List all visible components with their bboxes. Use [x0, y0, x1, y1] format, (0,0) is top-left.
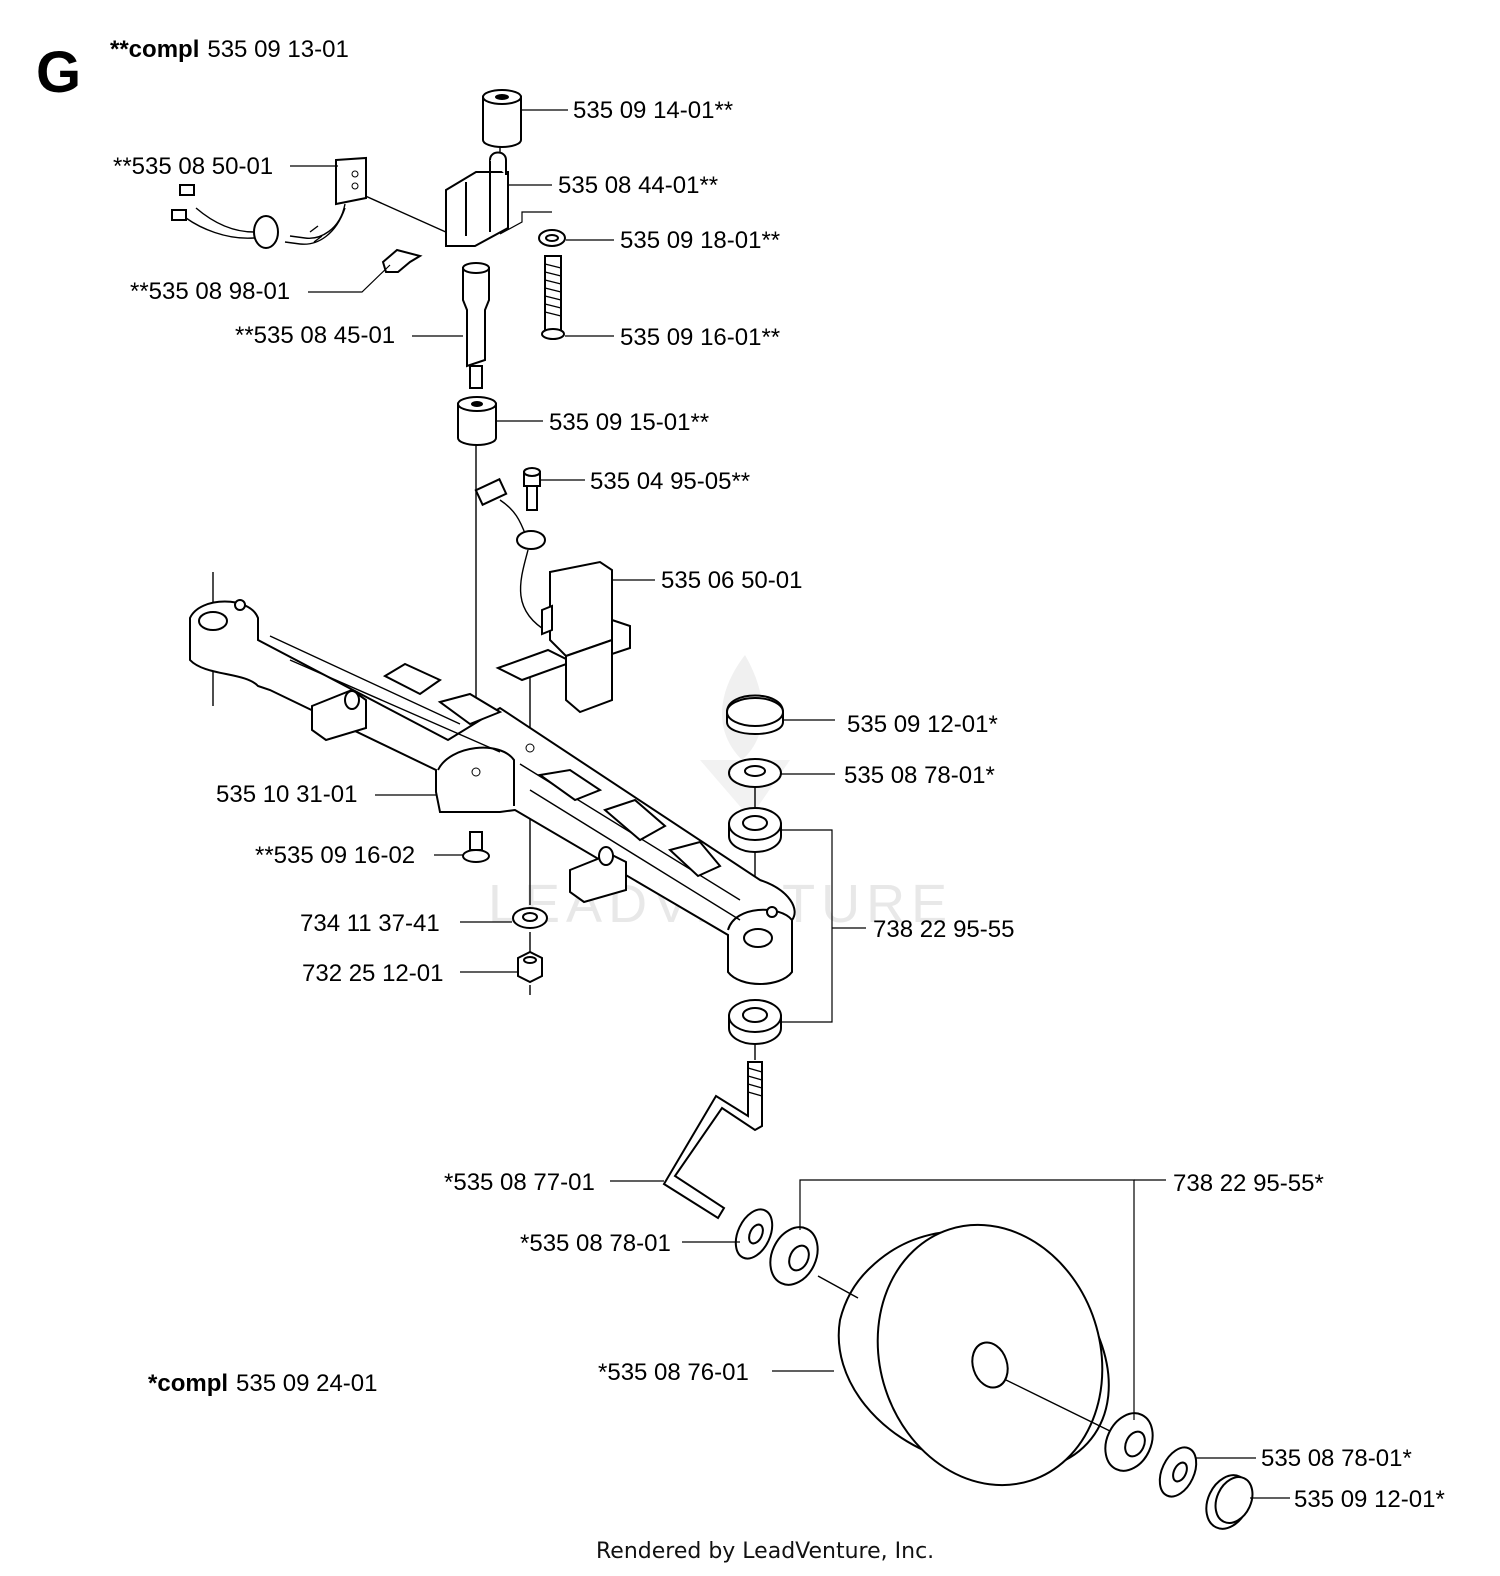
label-washer-mid: 535 08 78-01*: [844, 762, 995, 789]
washer-wheel: [734, 1208, 774, 1260]
label-nut: 732 25 12-01: [302, 960, 443, 987]
nut: [517, 950, 543, 984]
label-washer-right: 535 08 78-01*: [1261, 1445, 1412, 1472]
label-cap-top: 535 09 14-01**: [573, 97, 733, 124]
part-labels: 535 09 14-01** **535 08 50-01 535 08 44-…: [113, 97, 1445, 1513]
label-bearing-pair-wheel: 738 22 95-55*: [1173, 1170, 1324, 1197]
assembly-upper-prefix: **compl: [110, 36, 199, 63]
label-axle: *535 08 77-01: [444, 1169, 595, 1196]
screw: [523, 467, 541, 511]
label-bolt: 535 09 16-01**: [620, 324, 780, 351]
wheel: [817, 1223, 1113, 1487]
bearing-upper: [728, 807, 782, 853]
cap-top: [482, 89, 522, 148]
screw-small: [462, 831, 490, 863]
assembly-lower-number: 535 09 24-01: [236, 1370, 377, 1397]
bearing-wheel-left: [769, 1226, 819, 1286]
label-cap-lower: 535 09 15-01**: [549, 409, 709, 436]
label-screw-small: **535 09 16-02: [255, 842, 415, 869]
label-frame: 535 10 31-01: [216, 781, 357, 808]
shaft: [462, 262, 490, 389]
label-screw: 535 04 95-05**: [590, 468, 750, 495]
label-washer-bottom: 734 11 37-41: [300, 910, 440, 937]
label-module: 535 06 50-01: [661, 567, 802, 594]
assembly-lower: *compl 535 09 24-01: [148, 1370, 377, 1397]
sensor-wire: [171, 156, 367, 249]
label-sensor-wire: **535 08 50-01: [113, 153, 273, 180]
label-wheel: *535 08 76-01: [598, 1359, 749, 1386]
label-bearing-pair: 738 22 95-55: [873, 916, 1014, 943]
section-letter: G: [36, 40, 81, 105]
label-washer-top: 535 09 18-01**: [620, 227, 780, 254]
assembly-upper-number: 535 09 13-01: [207, 36, 348, 63]
axle: [662, 1061, 763, 1220]
footer-credit: Rendered by LeadVenture, Inc.: [596, 1539, 934, 1564]
label-wheel-cap-top: 535 09 12-01*: [847, 711, 998, 738]
bolt: [541, 255, 565, 340]
clip: [381, 248, 423, 273]
bearing-wheel-right: [1104, 1412, 1154, 1472]
label-clip: **535 08 98-01: [130, 278, 290, 305]
cap-lower: [457, 396, 497, 446]
bearing-lower: [728, 999, 782, 1045]
washer-top: [538, 229, 566, 247]
label-shaft: **535 08 45-01: [235, 322, 395, 349]
wheel-cap-top: [726, 694, 784, 735]
bracket: [445, 151, 552, 247]
washer-mid: [728, 758, 782, 788]
assembly-upper: **compl 535 09 13-01: [110, 36, 349, 63]
leader-lines: [290, 109, 1290, 1499]
module: [495, 560, 631, 714]
wheel-cap-right: [1205, 1474, 1254, 1530]
assembly-lower-prefix: *compl: [148, 1370, 228, 1397]
label-bracket: 535 08 44-01**: [558, 172, 718, 199]
washer-right: [1158, 1446, 1198, 1498]
label-washer-wheel: *535 08 78-01: [520, 1230, 671, 1257]
label-wheel-cap-right: 535 09 12-01*: [1294, 1486, 1445, 1513]
frame: [189, 599, 796, 985]
module-wire: [474, 477, 549, 633]
washer-bottom: [512, 907, 548, 929]
